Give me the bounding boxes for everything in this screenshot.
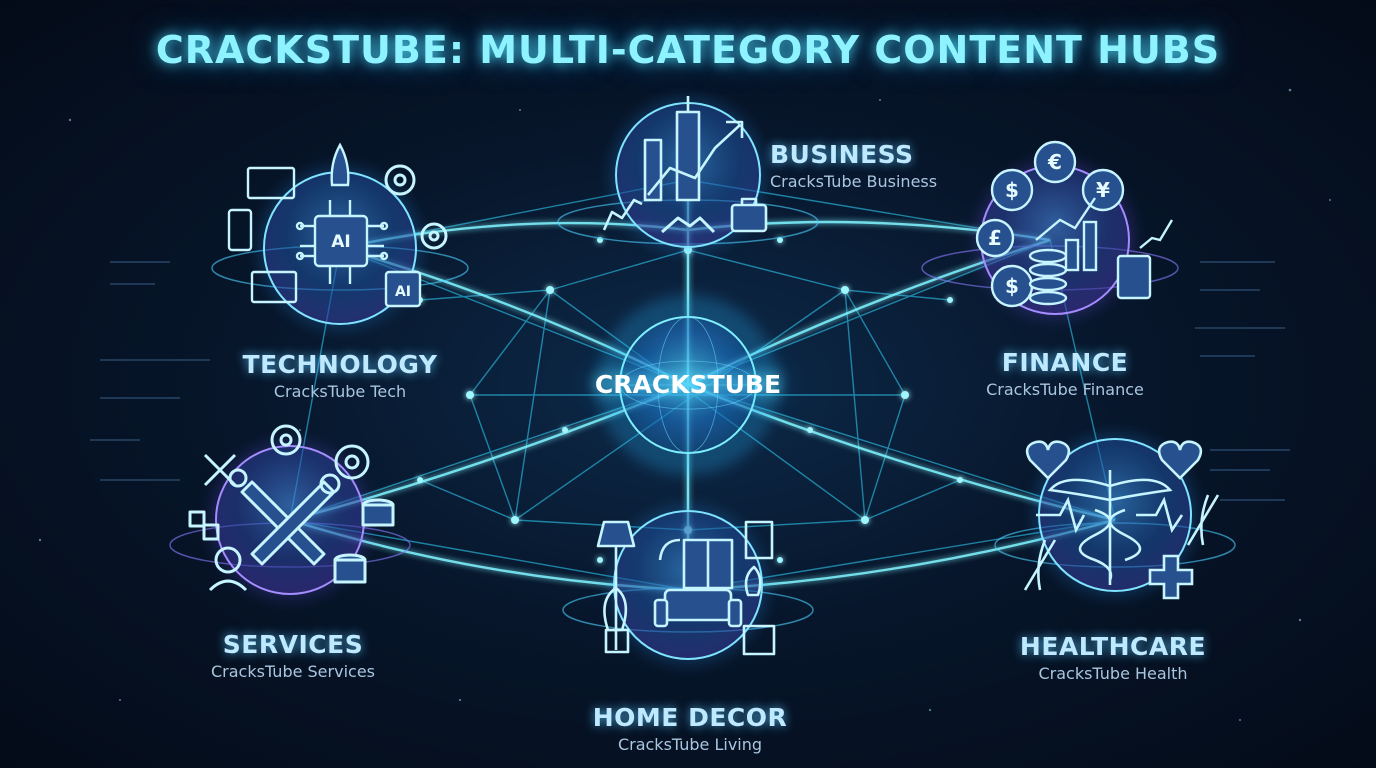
hub-finance[interactable]: $ € ¥ £ $	[921, 140, 1179, 320]
business-growth-icon	[602, 96, 768, 234]
background-stars	[38, 59, 1331, 721]
services-label: SERVICES CracksTube Services	[158, 630, 428, 681]
finance-name: FINANCE	[1001, 348, 1129, 377]
pound-badge: £	[988, 226, 1002, 250]
healthcare-sub: CracksTube Health	[1038, 664, 1188, 683]
tools-wrench-icon	[188, 424, 395, 592]
ai-badge: AI	[331, 232, 350, 252]
yen-badge: ¥	[1096, 178, 1110, 202]
hub-business[interactable]	[557, 96, 819, 253]
euro-badge: €	[1047, 150, 1062, 174]
homedecor-sub: CracksTube Living	[617, 735, 763, 754]
code-lines-decoration	[90, 261, 1290, 501]
hub-homedecor[interactable]	[562, 505, 814, 665]
center-hub-label: CRACKSTUBE	[594, 370, 782, 399]
business-name: BUSINESS	[770, 140, 914, 169]
services-sub: CracksTube Services	[211, 662, 375, 681]
healthcare-label: HEALTHCARE CracksTube Health	[978, 632, 1248, 683]
services-name: SERVICES	[222, 630, 364, 659]
technology-sub: CracksTube Tech	[273, 382, 407, 401]
hub-healthcare[interactable]	[994, 433, 1236, 600]
hub-technology[interactable]: AI AI	[211, 142, 469, 330]
dollar-badge-lower: $	[1005, 274, 1019, 298]
finance-label: FINANCE CracksTube Finance	[930, 348, 1200, 399]
homedecor-label: HOME DECOR CracksTube Living	[555, 703, 825, 754]
page-title: CRACKSTUBE: MULTI-CATEGORY CONTENT HUBS	[155, 28, 1221, 72]
business-sub: CracksTube Business	[770, 172, 938, 191]
caduceus-icon	[1023, 440, 1220, 600]
ai-badge-small: AI	[395, 284, 411, 300]
finance-sub: CracksTube Finance	[986, 380, 1144, 399]
hub-services[interactable]	[169, 424, 411, 600]
technology-name: TECHNOLOGY	[242, 350, 438, 379]
homedecor-name: HOME DECOR	[592, 703, 788, 732]
technology-label: TECHNOLOGY CracksTube Tech	[200, 350, 480, 401]
gear-icon	[384, 164, 448, 250]
business-label: BUSINESS CracksTube Business	[770, 140, 1010, 191]
sofa-lamp-icon	[596, 520, 776, 656]
dollar-badge: $	[1005, 178, 1019, 202]
center-hub	[598, 295, 778, 475]
finance-coins-icon	[975, 140, 1174, 308]
healthcare-name: HEALTHCARE	[1019, 632, 1207, 661]
ai-chip-icon	[227, 142, 422, 308]
